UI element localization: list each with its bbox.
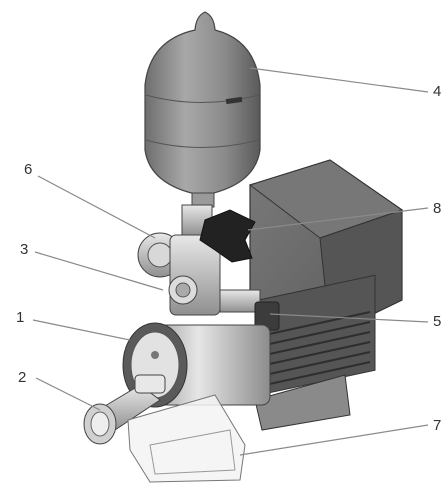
leader-line-2 [35, 377, 101, 411]
callout-4: 4 [433, 83, 441, 100]
leader-line-1 [32, 319, 131, 341]
leader-line-6 [37, 175, 156, 239]
inlet-pipe [83, 374, 166, 445]
callout-8: 8 [433, 200, 441, 217]
callout-6: 6 [24, 161, 32, 178]
motor [248, 159, 404, 431]
callout-3: 3 [20, 241, 28, 258]
leader-line-4 [249, 67, 429, 93]
callout-2: 2 [18, 369, 26, 386]
pressure-tank [144, 11, 261, 208]
leader-line-7 [239, 424, 429, 456]
callout-5: 5 [433, 313, 441, 330]
transparent-cover [127, 394, 246, 483]
leader-line-8 [247, 207, 429, 231]
callout-1: 1 [16, 309, 24, 326]
leader-line-5 [269, 313, 429, 323]
callout-7: 7 [433, 417, 441, 434]
leader-line-3 [34, 251, 164, 291]
callouts: 4 6 8 3 1 5 2 7 [16, 83, 441, 434]
valve-knob [199, 209, 256, 263]
leader-lines [32, 67, 429, 456]
